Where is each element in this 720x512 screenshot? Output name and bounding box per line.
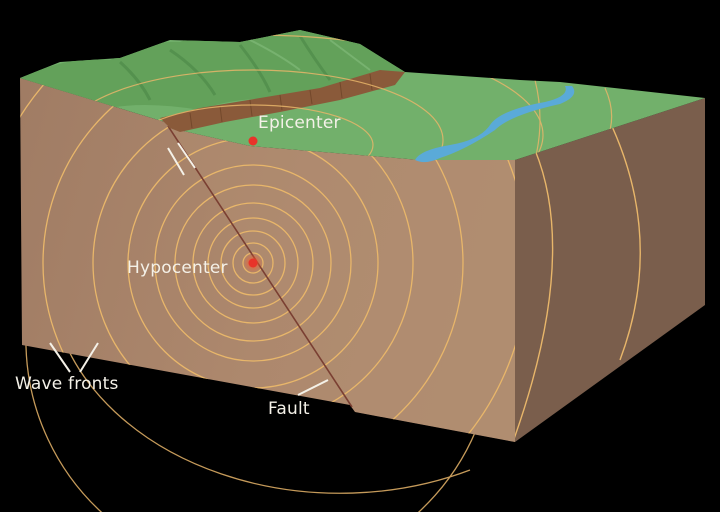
fault-label: Fault xyxy=(268,399,310,419)
leader-lines xyxy=(49,342,329,396)
block-front-face xyxy=(20,78,515,442)
hypocenter-marker xyxy=(243,253,263,273)
epicenter-label: Epicenter xyxy=(258,113,341,133)
river xyxy=(415,86,575,163)
epicenter-marker xyxy=(248,136,258,146)
outer-wave-fronts xyxy=(25,259,481,512)
fault-slip-markers xyxy=(167,142,196,176)
hypocenter-label: Hypocenter xyxy=(127,258,228,278)
mountains xyxy=(20,30,405,110)
block-right-face xyxy=(515,98,705,442)
wave-fronts-label: Wave fronts xyxy=(15,374,119,394)
